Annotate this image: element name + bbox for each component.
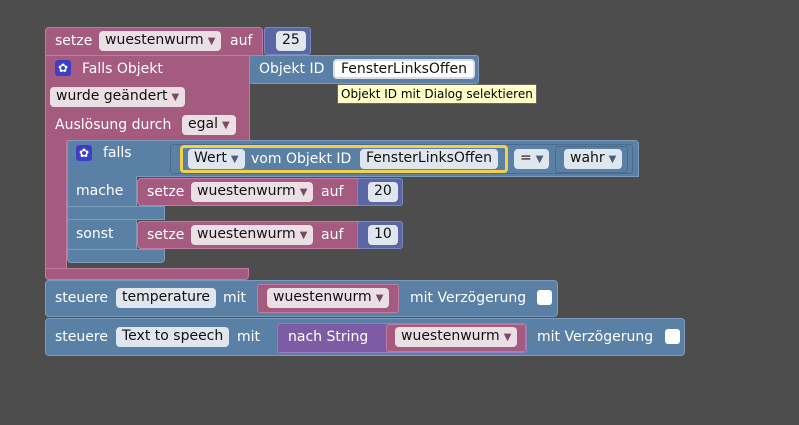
of-object-label: vom Objekt ID bbox=[251, 151, 352, 167]
trigger-left-arm bbox=[45, 140, 67, 270]
operator-value: = bbox=[520, 150, 532, 166]
object-id-field[interactable]: FensterLinksOffen bbox=[360, 149, 499, 169]
if-else-bottom-bar bbox=[67, 249, 165, 263]
with-label: mit bbox=[237, 329, 261, 345]
variable-name: wuestenwurm bbox=[105, 32, 204, 48]
number-field[interactable]: 20 bbox=[368, 182, 398, 202]
to-label: auf bbox=[230, 33, 253, 49]
control-keyword: steuere bbox=[55, 290, 108, 306]
trigger-source-label: Auslösung durch bbox=[55, 117, 172, 133]
dropdown-arrow-icon: ▼ bbox=[299, 187, 308, 198]
dropdown-arrow-icon: ▼ bbox=[608, 154, 617, 165]
dropdown-arrow-icon: ▼ bbox=[375, 293, 384, 304]
dropdown-arrow-icon: ▼ bbox=[299, 230, 308, 241]
object-id-field[interactable]: FensterLinksOffen bbox=[333, 59, 476, 79]
to-label: auf bbox=[321, 227, 344, 243]
dropdown-arrow-icon: ▼ bbox=[535, 154, 544, 165]
operator-dropdown[interactable]: =▼ bbox=[514, 149, 550, 169]
dropdown-arrow-icon: ▼ bbox=[221, 120, 230, 131]
if-label: falls bbox=[103, 145, 132, 161]
trigger-bottom-bar bbox=[45, 268, 249, 280]
variable-dropdown[interactable]: wuestenwurm▼ bbox=[267, 288, 390, 308]
get-value-block-highlight[interactable] bbox=[180, 145, 508, 173]
delay-label: mit Verzögerung bbox=[410, 290, 527, 306]
dropdown-arrow-icon: ▼ bbox=[207, 36, 216, 47]
boolean-dropdown[interactable]: wahr▼ bbox=[564, 149, 623, 169]
delay-checkbox[interactable] bbox=[665, 329, 680, 344]
else-label: sonst bbox=[76, 226, 114, 242]
gear-icon[interactable]: ✿ bbox=[55, 60, 71, 76]
delay-checkbox[interactable] bbox=[537, 290, 552, 305]
variable-name: wuestenwurm bbox=[401, 328, 500, 344]
variable-dropdown[interactable]: wuestenwurm▼ bbox=[99, 31, 222, 51]
set-keyword: setze bbox=[147, 184, 185, 200]
condition-value: wurde geändert bbox=[56, 88, 168, 104]
control-target-field[interactable]: Text to speech bbox=[116, 327, 230, 347]
dropdown-arrow-icon: ▼ bbox=[171, 92, 180, 103]
variable-name: wuestenwurm bbox=[273, 289, 372, 305]
to-label: auf bbox=[321, 184, 344, 200]
gear-icon[interactable]: ✿ bbox=[76, 145, 92, 161]
dropdown-arrow-icon: ▼ bbox=[503, 332, 512, 343]
number-field[interactable]: 10 bbox=[368, 225, 398, 245]
with-label: mit bbox=[223, 290, 247, 306]
number-field[interactable]: 25 bbox=[276, 31, 306, 51]
tooltip: Objekt ID mit Dialog selektieren bbox=[337, 84, 537, 104]
property-dropdown[interactable]: Wert▼ bbox=[188, 149, 245, 169]
control-keyword: steuere bbox=[55, 329, 108, 345]
do-label: mache bbox=[76, 183, 124, 199]
variable-dropdown[interactable]: wuestenwurm▼ bbox=[191, 225, 314, 245]
object-id-label: Objekt ID bbox=[259, 61, 325, 77]
delay-label: mit Verzögerung bbox=[537, 329, 654, 345]
trigger-source-dropdown[interactable]: egal▼ bbox=[182, 115, 236, 135]
to-string-label: nach String bbox=[288, 329, 369, 345]
property-value: Wert bbox=[194, 150, 227, 166]
set-keyword: setze bbox=[147, 227, 185, 243]
dropdown-arrow-icon: ▼ bbox=[230, 154, 239, 165]
control-target-field[interactable]: temperature bbox=[116, 288, 216, 308]
trigger-title: Falls Objekt bbox=[82, 61, 163, 77]
trigger-source-value: egal bbox=[188, 116, 218, 132]
variable-dropdown[interactable]: wuestenwurm▼ bbox=[395, 327, 518, 347]
if-else-middle-bar bbox=[67, 206, 165, 220]
boolean-value: wahr bbox=[570, 150, 605, 166]
condition-dropdown[interactable]: wurde geändert▼ bbox=[50, 87, 186, 107]
set-keyword: setze bbox=[55, 33, 93, 49]
variable-name: wuestenwurm bbox=[197, 226, 296, 242]
variable-dropdown[interactable]: wuestenwurm▼ bbox=[191, 182, 314, 202]
variable-name: wuestenwurm bbox=[197, 183, 296, 199]
